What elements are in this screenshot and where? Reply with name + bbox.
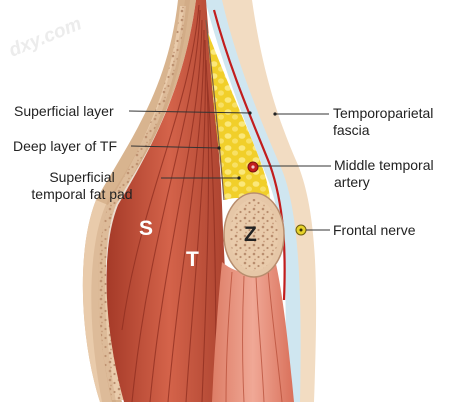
deep-layer-tf-line [205,19,225,201]
superficial-layer-line [212,9,286,301]
letter-temporalis: T [186,248,199,271]
skull-diploe [98,6,186,400]
label-temporoparietal-line2: fascia [333,122,370,138]
label-deep-layer-tf-text: Deep layer of TF [13,138,118,154]
label-fat-pad-line1: Superficial [49,169,115,185]
label-frontal-nerve: Frontal nerve [333,222,415,239]
label-temporoparietal-line1: Temporoparietal [333,105,434,121]
zygoma-diploe [230,199,278,271]
label-superficial-layer: Superficial layer [14,103,114,120]
label-middle-temporal-line1: Middle temporal [334,157,434,173]
skull-shadow [91,0,190,402]
label-deep-layer-tf: Deep layer of TF [13,138,117,155]
letter-zygoma: Z [244,223,257,246]
leader-dots [217,111,277,180]
leader-superficial-layer [128,110,251,114]
label-middle-temporal-line2: artery [334,174,370,190]
label-fat-pad-line2: temporal fat pad [31,186,133,202]
artery-lumen [251,165,255,169]
label-superficial-layer-text: Superficial layer [14,103,114,119]
leader-deep-layer-tf [130,145,220,149]
leader-lines [128,110,331,231]
nerve-core [299,228,303,232]
label-middle-temporal-artery: Middle temporal artery [334,157,434,191]
temporalis-muscle [106,0,232,402]
label-frontal-nerve-text: Frontal nerve [333,222,416,238]
masseter-muscle [212,262,294,402]
skull-inner-table [82,200,112,402]
letter-skull: S [139,217,154,240]
label-superficial-fat-pad: Superficial temporal fat pad [4,169,160,203]
skull-bone [82,0,196,402]
masseter-fibers [225,269,283,402]
fascia-layer [205,0,301,402]
label-temporoparietal-fascia: Temporoparietal fascia [333,105,433,139]
